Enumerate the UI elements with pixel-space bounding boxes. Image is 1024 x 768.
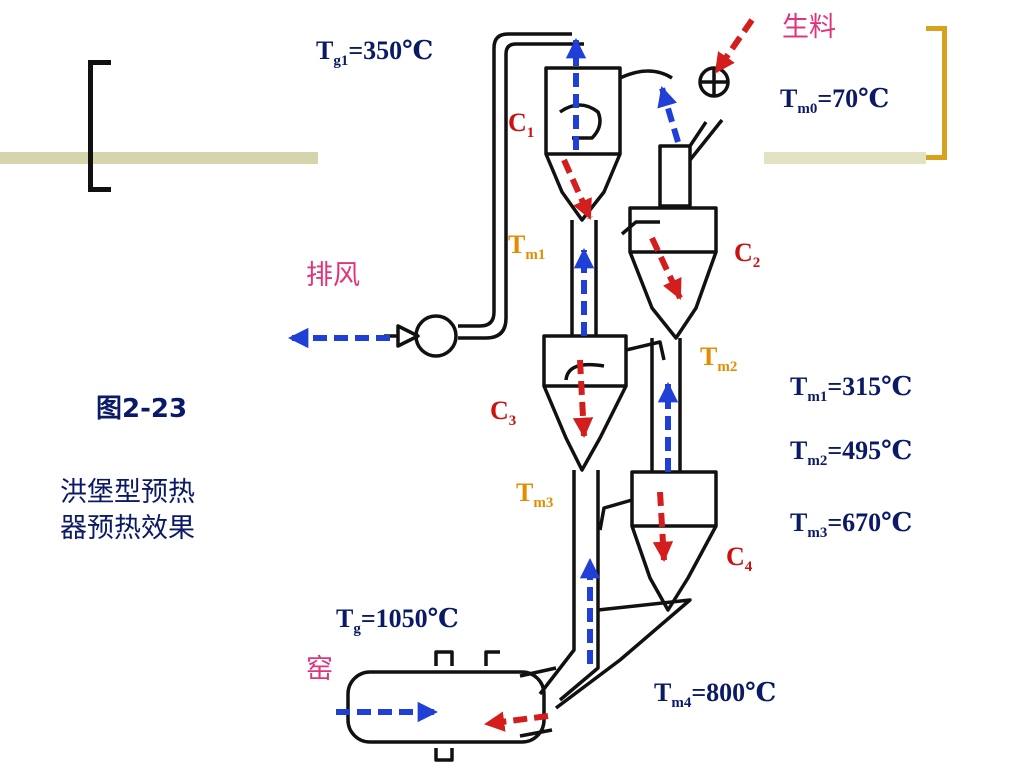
point-tm1-label: Tm1	[508, 230, 546, 263]
material-flow-arrow-icon	[483, 18, 755, 732]
reading-tg1: Tg1=350℃	[316, 36, 434, 69]
reading-tm0: Tm0=70℃	[780, 84, 890, 117]
right-bracket	[926, 26, 947, 160]
decor-rule-left	[0, 152, 318, 164]
reading-tm3: Tm3=670℃	[790, 508, 913, 541]
raw-meal-label: 生料	[782, 12, 836, 43]
exhaust-label: 排风	[306, 260, 360, 291]
fan-icon	[414, 314, 458, 358]
cyclone-c1-label: C1	[508, 108, 535, 141]
cyclone-c2-body	[620, 66, 730, 340]
point-tm2-label: Tm2	[700, 342, 738, 375]
reading-tm1: Tm1=315℃	[790, 372, 913, 405]
equipment-outline	[346, 32, 730, 762]
cyclone-c4-label: C4	[726, 542, 753, 575]
cyclone-c4-body	[598, 470, 718, 612]
exhaust-duct	[458, 32, 572, 328]
decor-rule-right	[764, 152, 926, 164]
point-tm3-label: Tm3	[516, 478, 554, 511]
riser-duct	[538, 470, 600, 702]
figure-caption-line2: 器预热效果	[60, 513, 195, 544]
cyclone-c1-body	[544, 66, 673, 222]
cyclone-c2-label: C2	[734, 238, 761, 271]
left-bracket	[88, 60, 111, 192]
reading-tm4: Tm4=800℃	[654, 678, 777, 711]
figure-caption-line1: 洪堡型预热	[60, 477, 195, 508]
kiln-label: 窑	[306, 654, 333, 685]
gas-flow-arrow-icon	[287, 37, 681, 723]
figure-number: 图2-23	[96, 394, 188, 424]
cyclone-c3-label: C3	[490, 396, 517, 429]
kiln-body	[346, 650, 557, 762]
reading-tm2: Tm2=495℃	[790, 436, 913, 469]
cyclone-c3-body	[542, 334, 666, 472]
reading-tg: Tg=1050℃	[336, 604, 459, 637]
